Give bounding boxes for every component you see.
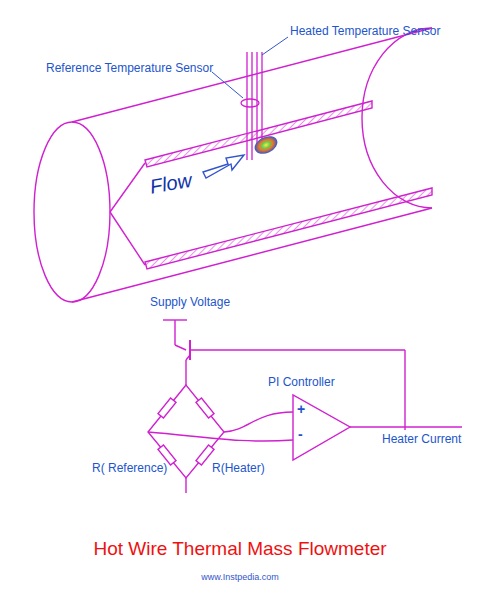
resistor-symbol: [196, 445, 214, 465]
opamp-triangle: [293, 395, 350, 460]
watermark: www.Instpedia.com: [0, 572, 480, 582]
title: Hot Wire Thermal Mass Flowmeter: [0, 538, 480, 560]
flow-label: Flow: [148, 169, 194, 199]
controller-label: PI Controller: [268, 376, 335, 388]
resistor-label: R(Heater): [212, 462, 265, 476]
flow-arrow: [203, 155, 244, 178]
sensor-label: Heated Temperature Sensor: [290, 25, 441, 39]
sensor-label: Reference Temperature Sensor: [46, 62, 213, 76]
heated-zone: [252, 133, 281, 158]
pin-label: +: [297, 402, 305, 416]
pipe: [34, 28, 432, 302]
resistor-symbol: [158, 398, 176, 418]
signal-label: Supply Voltage: [150, 296, 230, 310]
opamp-symbol: [268, 376, 368, 466]
pin-label: -: [298, 427, 303, 441]
circuit: [148, 320, 462, 493]
opamp-node: PI Controller + -: [268, 376, 368, 466]
resistor-symbol: [196, 398, 214, 418]
leader-lines: [212, 37, 288, 98]
resistor-label: R( Reference): [92, 462, 167, 476]
signal-label: Heater Current: [382, 433, 461, 447]
